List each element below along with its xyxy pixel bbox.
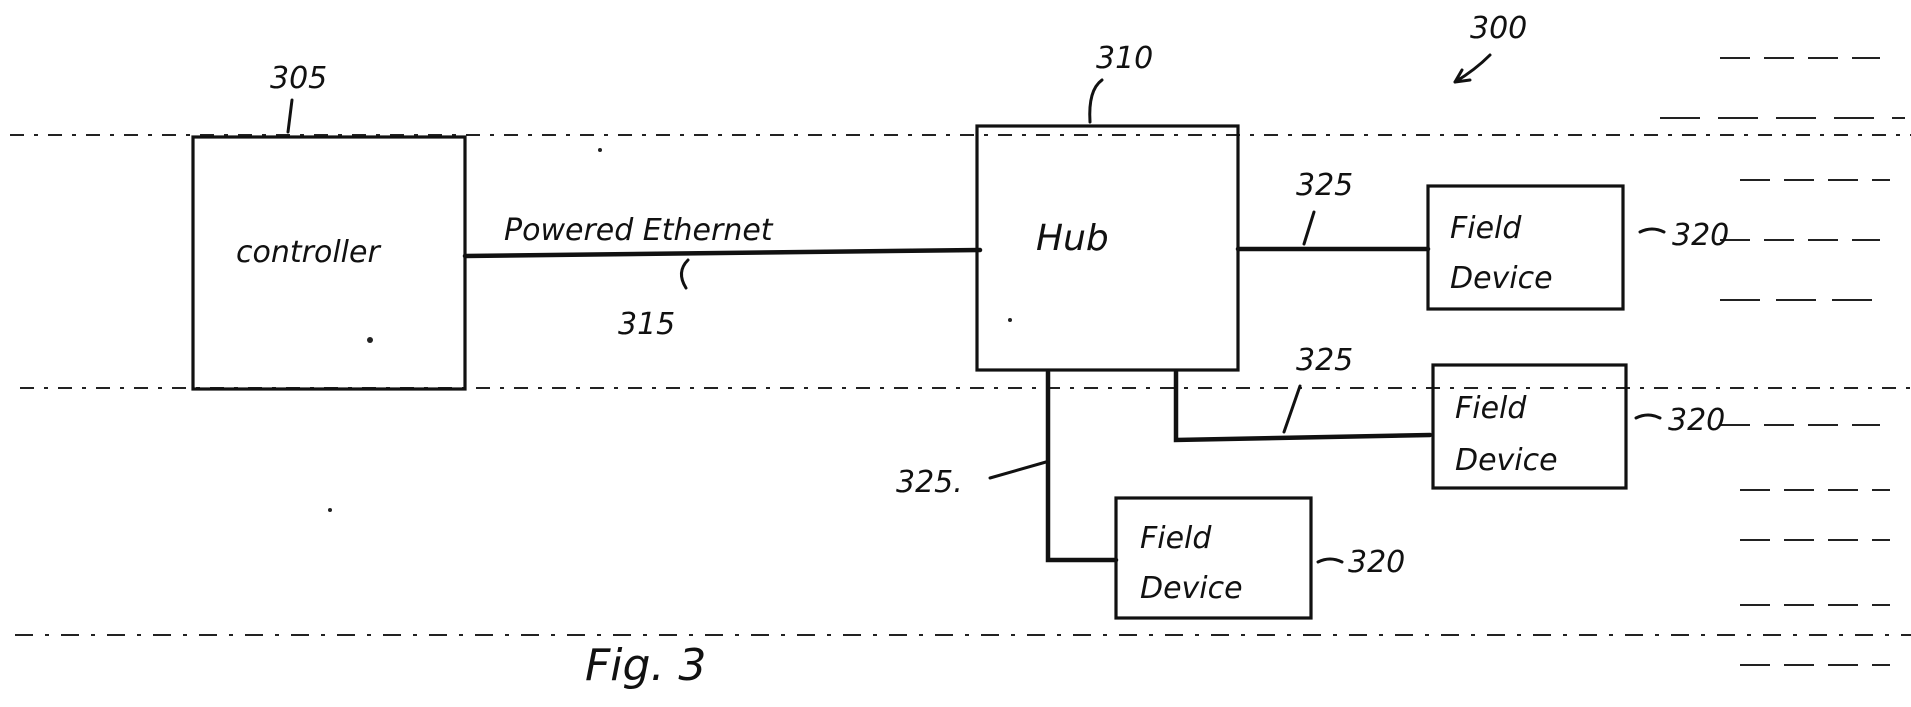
field-device-1-ref-leader <box>1640 229 1664 232</box>
field-device-2-line1: Field <box>1455 391 1527 426</box>
field-device-3-line1: Field <box>1140 521 1212 556</box>
branch-ref-bottom-leader <box>990 462 1046 478</box>
controller-label: controller <box>236 235 381 270</box>
link-label: Powered Ethernet <box>504 213 774 248</box>
field-device-2-line2: Device <box>1455 443 1558 478</box>
field-device-2-ref-leader <box>1636 415 1660 418</box>
field-device-3-ref-leader <box>1318 559 1342 562</box>
field-device-1-line2: Device <box>1450 261 1553 296</box>
link-ref: 315 <box>618 307 675 342</box>
hub-ref: 310 <box>1096 41 1153 76</box>
field-device-2-ref: 320 <box>1668 403 1725 438</box>
controller-ref: 305 <box>270 61 327 96</box>
field-device-2: Field Device 320 <box>1433 365 1725 488</box>
field-device-3: Field Device 320 <box>1116 498 1405 618</box>
figure-ref-label: 300 <box>1470 11 1527 46</box>
link-ref-leader <box>681 260 688 288</box>
figure-ref-arrow <box>1455 55 1490 82</box>
branch-ref-top-leader <box>1304 212 1314 244</box>
controller-block: controller 305 <box>193 61 465 389</box>
field-device-3-ref: 320 <box>1348 545 1405 580</box>
hub-label: Hub <box>1036 218 1109 259</box>
branch-ref-middle: 325 <box>1296 343 1353 378</box>
branch-ref-bottom: 325. <box>896 465 963 500</box>
field-device-1-ref: 320 <box>1672 218 1729 253</box>
field-device-1-line1: Field <box>1450 211 1522 246</box>
hub-block: Hub 310 <box>977 41 1238 370</box>
figure-caption: Fig. 3 <box>585 640 706 691</box>
field-device-1: Field Device 320 <box>1428 186 1729 309</box>
field-device-3-line2: Device <box>1140 571 1243 606</box>
scan-rules <box>10 58 1911 665</box>
powered-ethernet-link: Powered Ethernet 315 <box>465 213 980 342</box>
branch-ref-top: 325 <box>1296 168 1353 203</box>
branch-ref-middle-leader <box>1284 386 1300 432</box>
controller-ref-leader <box>288 100 292 132</box>
hub-ref-leader <box>1090 80 1102 122</box>
